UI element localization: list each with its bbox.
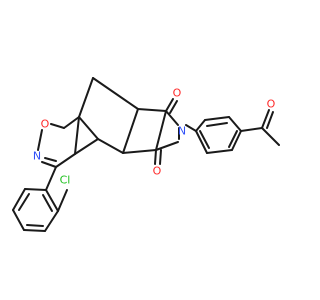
atom-label-nitrogen-ring: N [33,150,41,163]
atom-label-chlorine: Cl [60,174,71,187]
atom-chlorine: Cl [60,174,71,187]
atom-nitrogen-ring: N [33,150,41,163]
atom-label-oxygen-imide-bottom: O [153,165,162,178]
atom-oxygen-ring: O [41,118,50,131]
atom-nitrogen-imide: N [178,125,186,138]
atom-oxygen-imide-bottom: O [153,165,162,178]
bond-lines [12,77,280,232]
bond-chlorine [57,189,68,212]
atom-label-nitrogen-imide: N [178,125,186,138]
atom-oxygen-acetyl: O [267,98,276,111]
atom-label-oxygen-acetyl: O [267,98,276,111]
atom-label-oxygen-ring: O [41,118,50,131]
atom-oxygen-imide-top: O [173,87,182,100]
atom-label-oxygen-imide-top: O [173,87,182,100]
molecule-structure: O N N O O O Cl [12,77,280,232]
